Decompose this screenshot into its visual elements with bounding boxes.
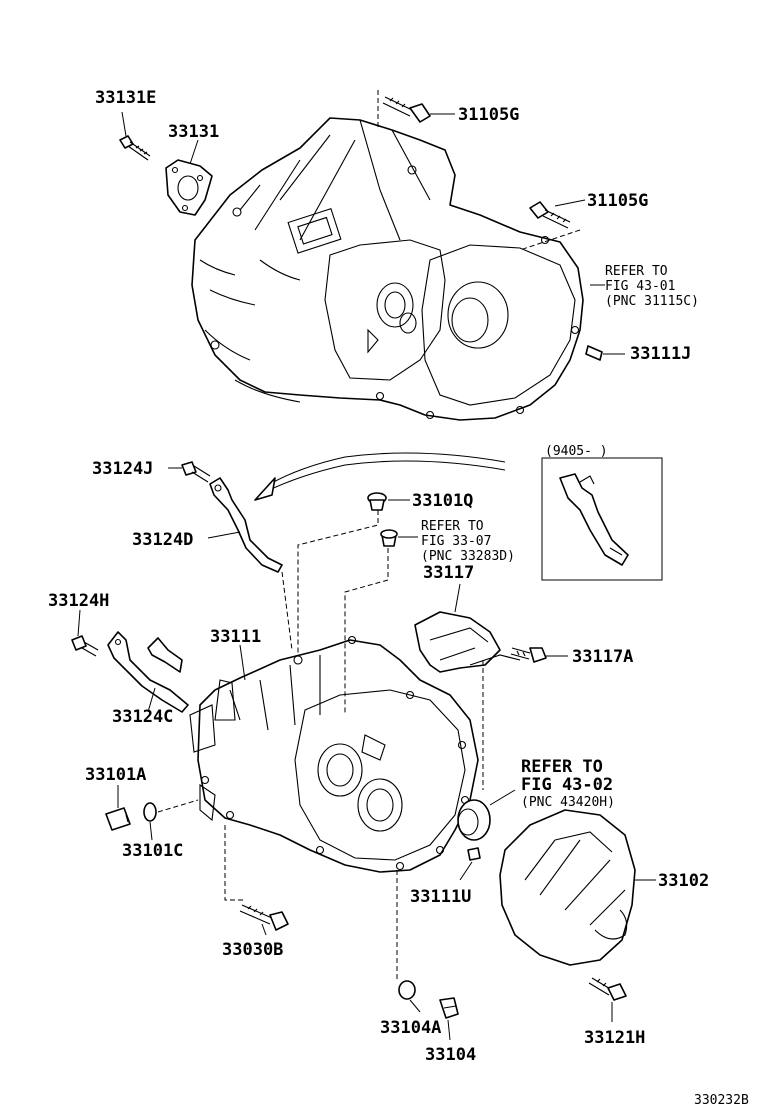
label-refer-4301-line1: REFER TO	[605, 264, 668, 279]
label-refer-3307-line3: (PNC 33283D)	[421, 549, 515, 564]
label-31105g-top: 31105G	[458, 105, 519, 125]
bolt-33124h	[71, 635, 99, 657]
plug-33-07	[380, 529, 398, 547]
figure-id: 330232B	[694, 1093, 749, 1108]
label-refer-3307-line1: REFER TO	[421, 519, 484, 534]
label-33124c: 33124C	[112, 707, 173, 727]
pin-33111j	[585, 345, 603, 361]
transaxle-case-33111	[189, 635, 479, 873]
label-33101c: 33101C	[122, 841, 183, 861]
label-33101a: 33101A	[85, 765, 146, 785]
label-33111j: 33111J	[630, 344, 691, 364]
label-33124d: 33124D	[132, 530, 193, 550]
label-refer-4302-line3: (PNC 43420H)	[521, 795, 615, 810]
bolt-33117a	[510, 647, 547, 663]
bracket-33117	[414, 611, 521, 673]
label-refer-4301-line3: (PNC 31115C)	[605, 294, 699, 309]
label-refer-4302-line1: REFER TO	[521, 757, 603, 777]
label-33030b: 33030B	[222, 940, 283, 960]
pin-33111u	[467, 847, 481, 861]
plug-33104	[439, 997, 459, 1019]
label-33121h: 33121H	[584, 1028, 645, 1048]
label-33117: 33117	[423, 563, 474, 583]
label-refer-4302-line2: FIG 43-02	[521, 775, 613, 795]
bolt-33121h	[588, 977, 627, 1001]
gasket-33101c	[143, 802, 157, 822]
bracket-33124d	[209, 477, 283, 573]
oil-seal-43-02	[457, 799, 491, 841]
plug-33101q	[367, 492, 387, 511]
transaxle-housing-upper	[191, 117, 584, 421]
bolt-31105g-right	[529, 201, 571, 229]
bracket-33124c	[107, 631, 189, 713]
gasket-33104a	[398, 980, 416, 1000]
label-33131: 33131	[168, 122, 219, 142]
label-refer-4301-line2: FIG 43-01	[605, 279, 675, 294]
cover-plate-33131	[165, 159, 213, 216]
label-33131e: 33131E	[95, 88, 156, 108]
label-33104a: 33104A	[380, 1018, 441, 1038]
label-33124j: 33124J	[92, 459, 153, 479]
bolt-33030b	[239, 904, 289, 931]
label-33124h: 33124H	[48, 591, 109, 611]
label-33102: 33102	[658, 871, 709, 891]
label-33117a: 33117A	[572, 647, 633, 667]
label-33111: 33111	[210, 627, 261, 647]
assembly-direction-arrow	[254, 452, 506, 501]
bolt-31105g-top	[382, 96, 431, 123]
inset-frame	[541, 457, 663, 581]
case-cover-33102	[499, 809, 636, 966]
label-31105g-right: 31105G	[587, 191, 648, 211]
plug-33101a	[105, 807, 131, 831]
bolt-33131e	[119, 135, 151, 161]
label-33101q: 33101Q	[412, 491, 473, 511]
label-33104: 33104	[425, 1045, 476, 1065]
label-refer-3307-line2: FIG 33-07	[421, 534, 491, 549]
label-date-range: (9405- )	[545, 444, 608, 459]
label-33111u: 33111U	[410, 887, 471, 907]
bolt-33124j	[181, 461, 211, 483]
